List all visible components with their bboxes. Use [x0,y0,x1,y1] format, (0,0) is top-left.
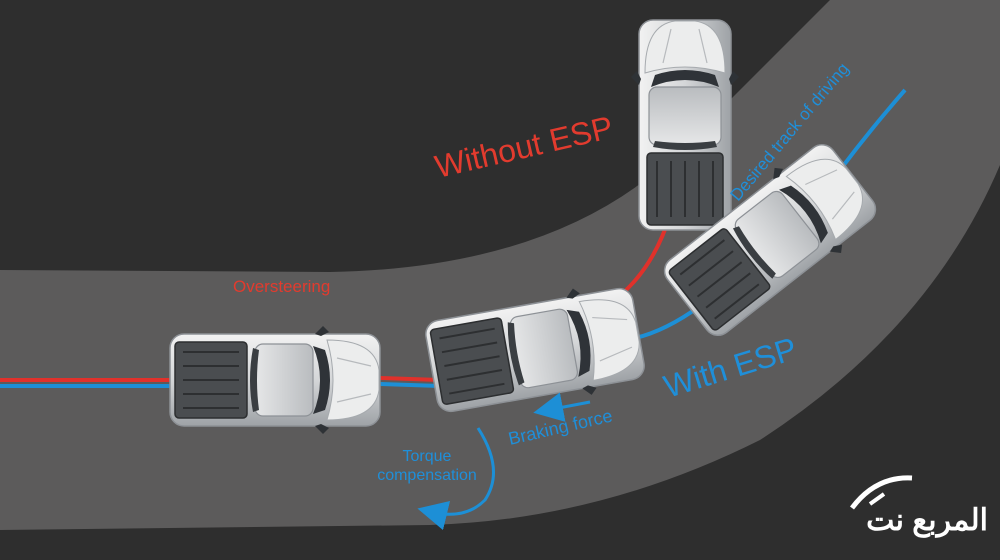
blue-trajectory-4 [838,88,907,172]
blue-trajectory-2 [379,382,441,388]
logo-text: المربع نت [866,504,988,538]
braking-force-arrow [533,392,591,422]
speedometer-needle [868,492,886,506]
label-compensation: compensation [377,467,477,484]
torque-compensation-arrow [417,427,495,531]
label-oversteering: Oversteering [233,277,330,296]
label-torque: Torque [403,448,452,465]
truck-without-esp [630,19,740,231]
speedometer-icon [850,475,913,510]
truck-straight [169,325,381,435]
red-trajectory-2 [379,376,441,382]
brand-logo: المربع نت [850,475,988,538]
